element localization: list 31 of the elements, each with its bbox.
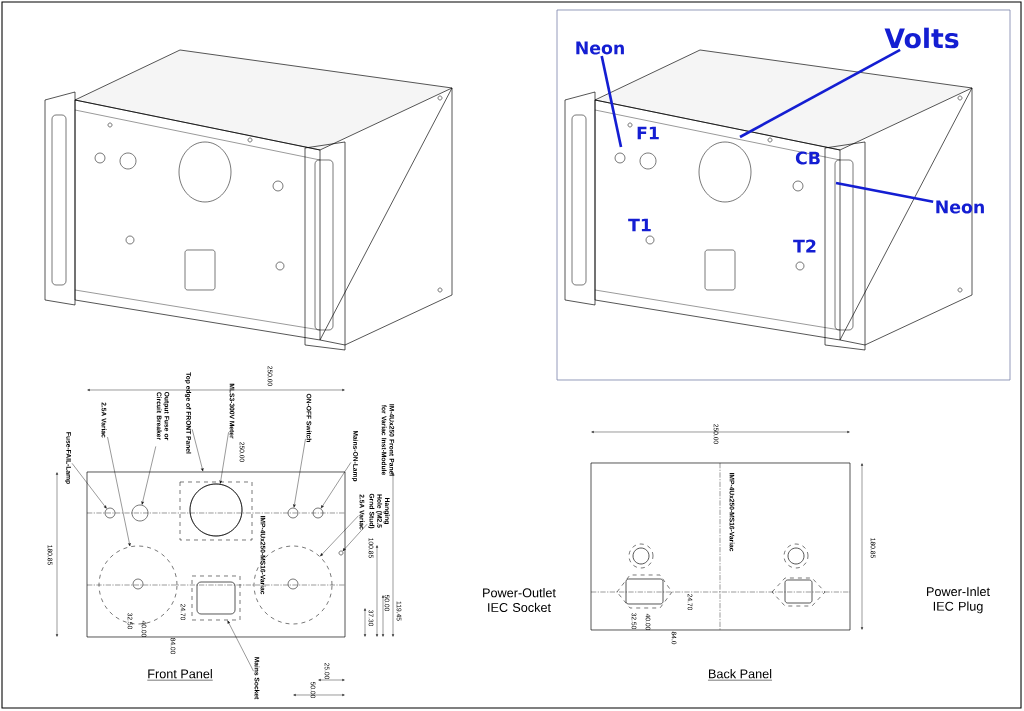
handwritten-label: T2 [793, 239, 816, 253]
caption: Power-Inlet IEC Plug [927, 586, 990, 614]
panel-hole [131, 504, 149, 522]
leader-line [141, 446, 156, 505]
leader-line [107, 436, 131, 547]
leader-line [320, 515, 359, 557]
leader-line [192, 429, 204, 472]
handwritten-leader-line [835, 181, 934, 204]
panel-outline [86, 471, 346, 638]
panel-hole [104, 507, 116, 519]
caption: Front Panel [147, 669, 213, 681]
handwritten-leader-line [739, 48, 901, 139]
leader-line [227, 620, 254, 672]
caption: Power-Outlet IEC Socket [483, 588, 556, 612]
meter-cutout [189, 483, 243, 537]
leader-line [219, 432, 229, 484]
leader-line [71, 463, 107, 509]
handwritten-label: Volts [884, 27, 959, 49]
leader-line [293, 438, 306, 508]
hanging-hole [338, 550, 344, 556]
handwritten-label: CB [795, 151, 820, 165]
socket-outline [191, 575, 241, 621]
leader-line [342, 523, 368, 552]
panel-hole [312, 507, 324, 519]
handwritten-label: Neon [576, 41, 624, 55]
caption: Back Panel [707, 669, 773, 681]
handwritten-label: Neon [936, 200, 984, 214]
handwritten-label: F1 [637, 126, 659, 140]
handwritten-leader-line [600, 55, 623, 148]
handwritten-label: T1 [628, 218, 651, 232]
panel-hole [287, 507, 299, 519]
